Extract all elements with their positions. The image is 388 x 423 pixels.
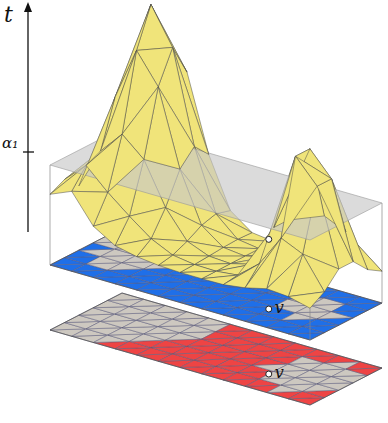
guide-line (50, 165, 51, 265)
t-axis (27, 10, 28, 232)
surface-triangle (137, 255, 173, 265)
vertex-dot (266, 236, 272, 242)
plane-border (50, 293, 382, 405)
vertex-dot (266, 371, 272, 377)
level-label: α₁ (2, 136, 18, 151)
surface (50, 98, 382, 309)
surface-triangle (281, 156, 317, 238)
surface-triangle (158, 265, 194, 273)
lower-plane (50, 293, 382, 405)
axis-tick (23, 151, 34, 152)
axis-arrowhead (24, 2, 32, 12)
guide-line (382, 203, 383, 303)
surface-triangle (288, 292, 324, 308)
surface-triangle (72, 191, 108, 226)
surface-triangle (115, 239, 151, 257)
vertex-label: v (275, 300, 284, 316)
surface-triangle (267, 254, 303, 297)
vertex-label: v (275, 365, 284, 381)
axis-label: t (4, 4, 13, 26)
surface-triangle (86, 134, 122, 192)
surface-triangle (317, 179, 353, 262)
vertex-dot (266, 306, 272, 312)
surface (79, 4, 353, 261)
surface-triangle (93, 216, 129, 245)
